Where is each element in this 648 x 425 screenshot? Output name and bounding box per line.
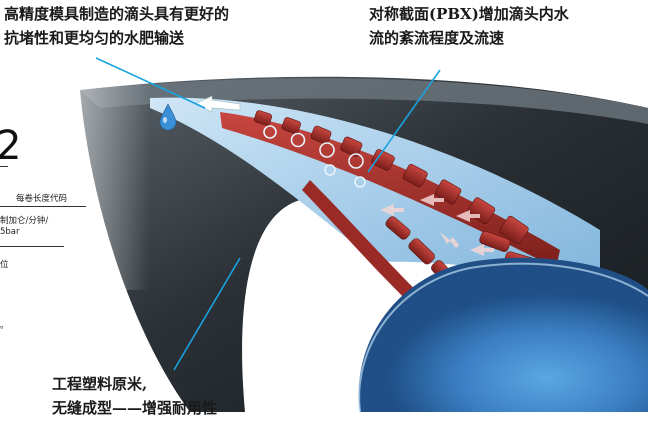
callout-line: 无缝成型——增强耐用性 (52, 399, 218, 417)
water-pipe (358, 257, 648, 412)
leader-line-symmetric (367, 69, 441, 173)
inlet-arrow (194, 95, 241, 113)
leader-line-precision (95, 57, 206, 109)
heading-digit: 2 (0, 123, 22, 169)
flow-rate-line2: 5bar (0, 227, 20, 237)
flow-rate-line1: 制加仑/分钟/ (0, 216, 49, 226)
turbulence-swirls (263, 125, 366, 188)
roll-length-code-label: 每卷长度代码 (16, 194, 68, 204)
callout-line: 工程塑料原米, (52, 375, 148, 393)
water-pipe-highlight (358, 262, 648, 413)
callout-line: 流的紊流程度及流速 (369, 29, 505, 47)
tube-outer-wall (80, 76, 648, 413)
left-fade (0, 60, 150, 290)
water-drop-icon (159, 103, 177, 131)
flow-rate-label: 制加仑/分钟/ 5bar (0, 216, 48, 238)
callout-line: 对称截面(PBX)增加滴头内水 (369, 5, 569, 23)
tube-top-sheen (80, 78, 648, 124)
divider (0, 206, 86, 207)
callout-precision-mold: 高精度模具制造的滴头具有更好的 抗堵性和更均匀的水肥输送 (4, 2, 229, 50)
callout-line: 高精度模具制造的滴头具有更好的 (4, 5, 230, 23)
callout-symmetric-section: 对称截面(PBX)增加滴头内水 流的紊流程度及流速 (369, 2, 569, 50)
callout-line: 抗堵性和更均匀的水肥输送 (4, 29, 185, 47)
emitter-body (220, 112, 560, 268)
divider (0, 166, 8, 167)
unit-label: 位 (0, 260, 9, 270)
callout-engineering-plastic: 工程塑料原米, 无缝成型——增强耐用性 (52, 372, 217, 420)
leader-line-plastic (173, 257, 241, 371)
trailing-punctuation: 。 (0, 321, 10, 331)
divider (0, 246, 64, 247)
water-drop-highlight (163, 117, 167, 123)
